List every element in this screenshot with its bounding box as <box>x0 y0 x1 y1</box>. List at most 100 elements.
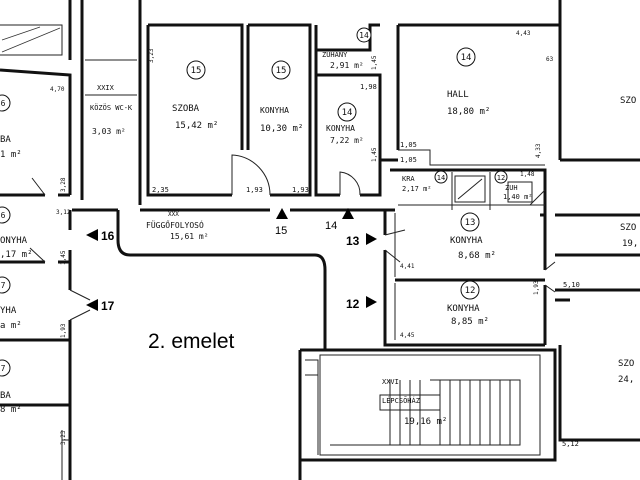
room-number: 12 <box>465 286 476 296</box>
room-area: 1 m² <box>0 150 22 160</box>
door-15-arrow-icon <box>276 208 288 219</box>
door-17-arrow-icon <box>86 299 98 311</box>
room-number: 12 <box>497 174 505 182</box>
door-12-arrow-icon <box>366 296 377 308</box>
room-name: KRA <box>402 175 415 183</box>
room-number: 14 <box>342 108 353 118</box>
room-number: 15 <box>276 66 287 76</box>
room-number: XXX <box>168 211 179 218</box>
room-number-circle <box>0 276 11 294</box>
room-name: BA <box>0 391 11 401</box>
dimension-label: 1,93 <box>246 186 263 194</box>
room-number: 6 <box>1 99 6 108</box>
room-number-circle <box>460 212 480 232</box>
dimension-label: 1,93 <box>60 323 67 338</box>
dimension-label: 1,48 <box>520 171 535 178</box>
dimension-label: 1,05 <box>400 156 417 164</box>
door-17-label: 17 <box>101 299 115 313</box>
room-number: 14 <box>437 174 445 182</box>
room-number-circle <box>494 170 508 184</box>
room-name: HALL <box>447 90 469 100</box>
room-name: SZO <box>620 223 636 233</box>
room-name: LÉPCSŐHÁZ <box>382 396 420 405</box>
dimension-label: 1,93 <box>533 280 540 295</box>
door-16-arrow-icon <box>86 229 98 241</box>
room-name: KONYHA <box>326 124 355 133</box>
door-15-label: 15 <box>275 225 287 237</box>
room-area: 2,91 m² <box>330 61 364 70</box>
dimension-label: 5,12 <box>562 440 579 448</box>
room-area: 8 m² <box>0 405 22 415</box>
room-name: YHA <box>0 306 17 316</box>
dimension-label: 3,23 <box>60 430 67 445</box>
dimension-label: 4,45 <box>400 332 415 339</box>
floor-label: 2. emelet <box>148 330 235 353</box>
dimension-label: 63 <box>546 56 554 63</box>
room-area: a m² <box>0 321 22 331</box>
room-number-circle <box>271 60 291 80</box>
dimension-label: 4,33 <box>535 143 542 158</box>
room-number-circle <box>434 170 448 184</box>
room-number-circle <box>337 102 357 122</box>
room-name: ONYHA <box>0 236 28 246</box>
room-area: 8,68 m² <box>458 251 496 261</box>
dimension-label: 4,70 <box>50 86 65 93</box>
room-name: BA <box>0 135 11 145</box>
room-number-circle <box>456 47 476 67</box>
room-number-circle <box>460 280 480 300</box>
room-name: ZUHANY <box>322 51 348 59</box>
room-name: KONYHA <box>450 236 483 246</box>
room-name: SZOBA <box>172 104 200 114</box>
room-number: 15 <box>191 66 202 76</box>
room-name: KONYHA <box>260 106 289 115</box>
dimension-label: 3,12 <box>56 209 71 216</box>
room-name: KÖZÖS WC-K <box>90 103 133 112</box>
dimension-label: 4,43 <box>516 30 531 37</box>
room-area: 2,17 m² <box>402 185 432 193</box>
room-area: 24, <box>618 375 634 385</box>
dimension-label: 2,35 <box>152 186 169 194</box>
room-labels: SZOBA 15,42 m² KONYHA 10,30 m² ZUHANY 2,… <box>0 51 638 427</box>
room-name: KONYHA <box>447 304 480 314</box>
dimension-label: 1,45 <box>60 250 67 265</box>
room-number: 7 <box>1 364 6 373</box>
room-number-circle <box>186 60 206 80</box>
room-number-circle <box>0 94 11 112</box>
dimension-label: 5,10 <box>563 281 580 289</box>
room-number-circle <box>0 359 11 377</box>
room-area: 1,40 m² <box>503 193 533 201</box>
room-number: 14 <box>461 53 472 63</box>
door-14-label: 14 <box>325 220 337 232</box>
door-16-label: 16 <box>101 229 115 243</box>
room-number: 7 <box>1 281 6 290</box>
door-swings <box>29 154 556 321</box>
dimension-label: 1,45 <box>371 147 378 162</box>
room-area: 18,80 m² <box>447 107 490 117</box>
room-area: 8,85 m² <box>451 317 489 327</box>
dimension-label: 3,23 <box>148 48 155 63</box>
room-name: SZO <box>618 359 634 369</box>
dimension-label: 1,93 <box>292 186 309 194</box>
room-area: 19,16 m² <box>404 417 447 427</box>
room-name: SZO <box>620 96 636 106</box>
room-area: 3,03 m² <box>92 127 126 136</box>
room-number: 6 <box>1 211 6 220</box>
door-13-arrow-icon <box>366 233 377 245</box>
dimension-label: 4,41 <box>400 263 415 270</box>
room-area: 7,22 m² <box>330 136 364 145</box>
room-number: 14 <box>359 31 369 40</box>
room-number: XXIX <box>97 84 115 92</box>
dimension-label: 1,45 <box>371 55 378 70</box>
room-area: ,17 m² <box>0 250 33 260</box>
dimension-label: 1,05 <box>400 141 417 149</box>
room-area: 15,42 m² <box>175 121 218 131</box>
door-12-label: 12 <box>346 297 360 311</box>
room-number: 13 <box>465 218 476 228</box>
room-number: XXVI <box>382 378 399 386</box>
door-14-arrow-icon <box>342 208 354 219</box>
door-markers: 16 17 15 14 13 12 <box>86 208 377 313</box>
room-number-circle <box>0 206 11 224</box>
room-name: FÜGGŐFOLYOSÓ <box>146 219 204 230</box>
